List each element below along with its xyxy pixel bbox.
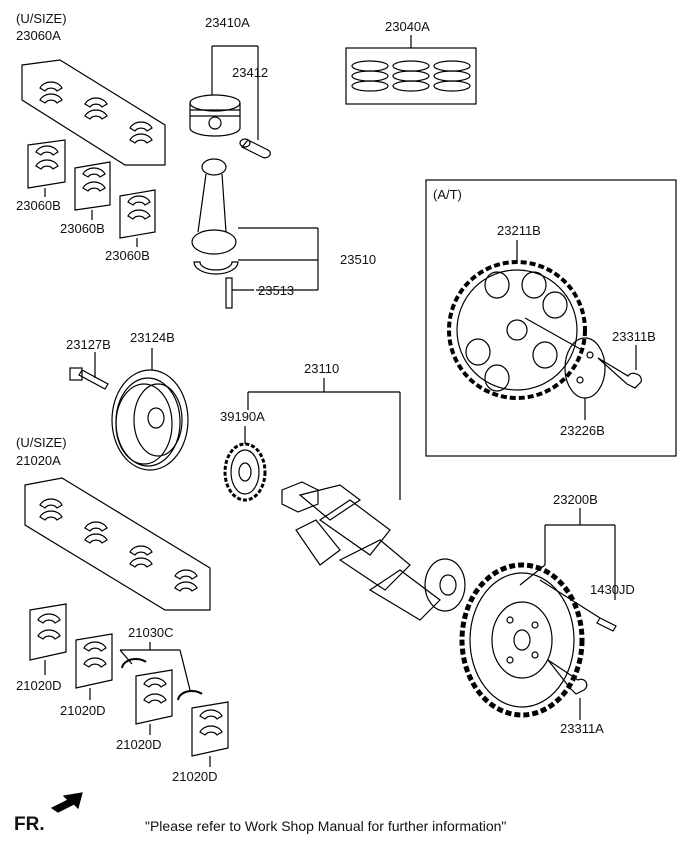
label-21020D-2: 21020D — [60, 703, 106, 718]
label-21020D-4: 21020D — [172, 769, 218, 784]
piston-23410A — [189, 45, 259, 140]
label-21020D-1: 21020D — [16, 678, 62, 693]
label-39190A: 39190A — [220, 409, 265, 424]
lower-bearing-set-21020A — [24, 477, 211, 611]
label-1430JD: 1430JD — [590, 582, 635, 597]
bolt-23311B — [597, 345, 642, 389]
flywheel-23200B — [459, 508, 616, 718]
label-23513: 23513 — [258, 283, 295, 298]
label-23040A: 23040A — [385, 19, 430, 34]
crankshaft-23110 — [247, 378, 466, 621]
bearing-pair-21020D-1 — [29, 603, 67, 675]
upper-bearing-set-23060A — [21, 59, 166, 166]
bearing-pair-21020D-4 — [191, 701, 229, 767]
piston-pin-23412 — [239, 138, 271, 159]
thrust-washers-21030C — [119, 642, 203, 701]
label-at: (A/T) — [433, 187, 462, 202]
bearing-shell — [84, 97, 108, 120]
front-direction-label: FR. — [14, 814, 45, 835]
label-23060A: 23060A — [16, 28, 61, 43]
dowel-pin-1430JD — [539, 579, 617, 632]
crank-sprocket-39190A — [223, 426, 267, 502]
piston-rings-23040A — [345, 35, 477, 105]
label-usize-bottom: (U/SIZE) — [16, 435, 67, 450]
label-23060B-1: 23060B — [16, 198, 61, 213]
bearing-shell — [129, 121, 153, 144]
adapter-plate-23226B — [524, 317, 606, 420]
label-23200B: 23200B — [553, 492, 598, 507]
label-23510: 23510 — [340, 252, 377, 267]
bearing-pair-21020D-3 — [135, 669, 173, 735]
label-23060B-2: 23060B — [60, 221, 105, 236]
at-box — [425, 179, 677, 457]
label-21020A: 21020A — [16, 453, 61, 468]
label-23211B: 23211B — [497, 223, 541, 238]
label-23412: 23412 — [232, 65, 269, 80]
label-21030C: 21030C — [128, 625, 174, 640]
rod-bolt-23513 — [225, 277, 254, 309]
label-23226B: 23226B — [560, 423, 605, 438]
label-23127B: 23127B — [66, 337, 111, 352]
drive-plate-23211B — [447, 240, 587, 400]
footer-note: "Please refer to Work Shop Manual for fu… — [145, 818, 507, 834]
bearing-pair-23060B-2 — [74, 161, 111, 220]
label-23410A: 23410A — [205, 15, 250, 30]
label-23060B-3: 23060B — [105, 248, 150, 263]
bolt-23127B — [69, 352, 109, 390]
bearing-pair-23060B-1 — [27, 139, 66, 197]
damper-pulley-23124B — [111, 348, 189, 471]
front-arrow-icon — [50, 792, 83, 813]
connecting-rod-23510 — [191, 158, 319, 291]
label-21020D-3: 21020D — [116, 737, 162, 752]
label-23124B: 23124B — [130, 330, 175, 345]
bearing-shell — [39, 81, 63, 104]
bolt-23311A — [547, 659, 588, 720]
bearing-pair-23060B-3 — [119, 189, 156, 247]
label-23311A: 23311A — [560, 721, 604, 736]
label-usize-top: (U/SIZE) — [16, 11, 67, 26]
label-23110: 23110 — [304, 361, 340, 376]
label-23311B: 23311B — [612, 329, 656, 344]
bearing-pair-21020D-2 — [75, 633, 113, 700]
